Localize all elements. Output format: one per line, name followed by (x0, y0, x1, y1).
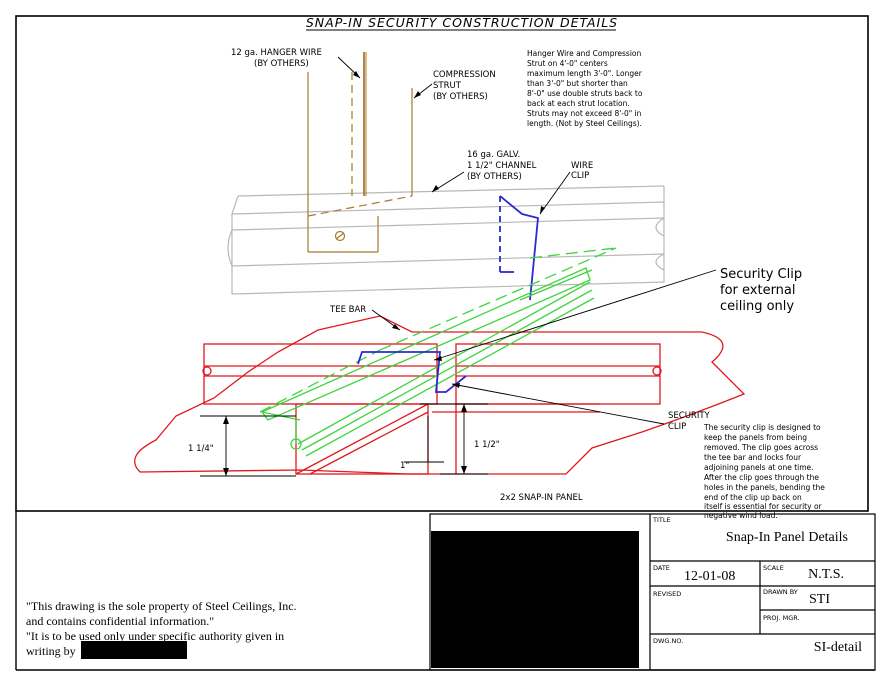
compression-strut-label: COMPRESSION (433, 70, 496, 80)
drawing-border (15, 15, 869, 512)
svg-text:DWG.NO.: DWG.NO. (653, 637, 683, 645)
svg-text:keep the panels from being: keep the panels from being (704, 433, 807, 442)
security-clip-leader (433, 269, 717, 361)
hanger-assembly (307, 52, 413, 253)
title-block-labels: TITLE DATE SCALE REVISED DRAWN BY PROJ. … (652, 516, 800, 645)
date-value: 12-01-08 (684, 569, 735, 584)
svg-text:than 3'-0" but shorter than: than 3'-0" but shorter than (527, 79, 628, 88)
dim-clip-height: 1 1/2" (474, 440, 500, 450)
svg-text:negative wind load.: negative wind load. (704, 511, 778, 520)
svg-text:for external: for external (720, 283, 796, 298)
svg-text:"It is to be used only under s: "It is to be used only under specific au… (26, 629, 284, 643)
svg-text:Struts may not exceed 8'-0" in: Struts may not exceed 8'-0" in (527, 109, 642, 118)
dim-panel-height: 1 1/4" (188, 444, 214, 454)
clip-note: The security clip is designed to keep th… (703, 423, 825, 520)
security-clip-callout: Security Clip for external ceiling only (720, 267, 802, 314)
svg-text:"This drawing is the sole prop: "This drawing is the sole property of St… (26, 599, 297, 613)
svg-text:ceiling only: ceiling only (720, 299, 794, 314)
svg-text:itself is essential for securi: itself is essential for security or (704, 502, 823, 511)
wire-clip (499, 195, 539, 301)
svg-text:removed. The clip goes across: removed. The clip goes across (704, 443, 818, 452)
svg-text:and contains confidential info: and contains confidential information." (26, 614, 214, 628)
dimension-arrows (223, 71, 545, 476)
svg-text:Hanger Wire and Compression: Hanger Wire and Compression (527, 49, 641, 58)
svg-text:STRUT: STRUT (433, 81, 462, 91)
svg-text:length. (Not by Steel Ceiling: length. (Not by Steel Ceilings). (527, 119, 642, 128)
channel-1-1-2 (227, 185, 665, 295)
security-clip (357, 351, 467, 393)
svg-text:REVISED: REVISED (653, 590, 681, 598)
sheet-title: Snap-In Panel Details (726, 530, 848, 545)
title-block-grid (429, 513, 876, 671)
svg-text:PROJ. MGR.: PROJ. MGR. (763, 614, 800, 622)
hanger-wire-label: 12 ga. HANGER WIRE (231, 48, 322, 58)
security-clip-label: SECURITY (668, 411, 711, 421)
scale-value: N.T.S. (808, 567, 844, 582)
svg-text:end of the clip up back on: end of the clip up back on (704, 493, 802, 502)
panel-label: 2x2 SNAP-IN PANEL (500, 493, 583, 503)
svg-text:adjoining panels at one time.: adjoining panels at one time. (704, 463, 814, 472)
svg-text:DRAWN BY: DRAWN BY (763, 588, 798, 596)
svg-text:holes in the panels, bending t: holes in the panels, bending the (704, 483, 825, 492)
drawn-by-value: STI (809, 592, 830, 607)
svg-text:TITLE: TITLE (652, 516, 671, 524)
redaction-bar-logo (431, 531, 639, 668)
disclaimer: "This drawing is the sole property of St… (26, 599, 297, 658)
svg-text:After the clip goes through th: After the clip goes through the (704, 473, 819, 482)
redaction-bar-signature (81, 641, 187, 659)
svg-text:8'-0" use double struts back t: 8'-0" use double struts back to (527, 89, 643, 98)
svg-text:Strut on 4'-0" centers: Strut on 4'-0" centers (527, 59, 608, 68)
svg-text:DATE: DATE (653, 564, 670, 572)
hanger-note: Hanger Wire and Compression Strut on 4'-… (527, 49, 643, 128)
bolt-icon (334, 230, 346, 242)
svg-text:(BY OTHERS): (BY OTHERS) (254, 59, 309, 69)
tee-bar-label: TEE BAR (329, 305, 366, 315)
title-block-values: Snap-In Panel Details 12-01-08 N.T.S. ST… (684, 530, 862, 655)
drawing-title: SNAP-IN SECURITY CONSTRUCTION DETAILS (306, 15, 618, 30)
svg-text:CLIP: CLIP (668, 422, 686, 432)
svg-text:Security Clip: Security Clip (720, 267, 802, 282)
svg-text:1 1/2" CHANNEL: 1 1/2" CHANNEL (467, 161, 537, 171)
panel-floor-outline (134, 315, 746, 475)
wire-clip-label: WIRE (571, 161, 593, 171)
channel-label: 16 ga. GALV. (467, 150, 520, 160)
svg-text:(BY OTHERS): (BY OTHERS) (433, 92, 488, 102)
dwg-no-value: SI-detail (814, 640, 862, 655)
svg-text:(BY OTHERS): (BY OTHERS) (467, 172, 522, 182)
svg-text:maximum length 3'-0". Longer: maximum length 3'-0". Longer (527, 69, 643, 78)
svg-text:CLIP: CLIP (571, 171, 589, 181)
part-labels: 12 ga. HANGER WIRE (BY OTHERS) COMPRESSI… (188, 48, 711, 503)
svg-text:The security clip is designed: The security clip is designed to (703, 423, 821, 432)
svg-text:the tee bar and locks four: the tee bar and locks four (704, 453, 802, 462)
svg-text:writing by: writing by (26, 644, 76, 658)
dim-clip-width: 1" (400, 461, 409, 471)
svg-text:back at each strut location.: back at each strut location. (527, 99, 630, 108)
panel-back-right (455, 343, 661, 405)
svg-text:SCALE: SCALE (763, 564, 784, 572)
